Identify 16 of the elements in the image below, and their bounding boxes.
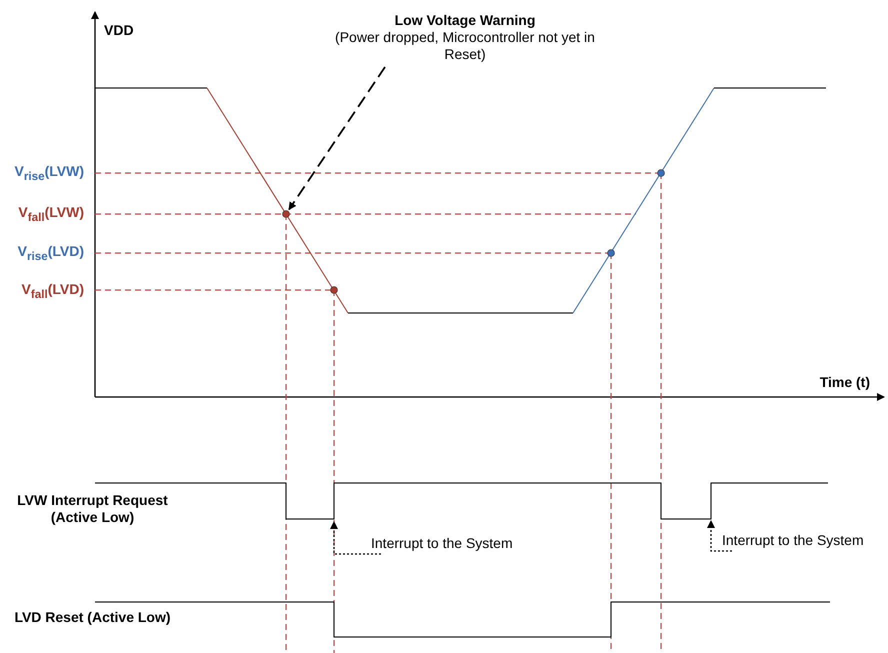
signal-label: LVD Reset (Active Low) <box>13 609 172 626</box>
threshold-label: V$_{fall}$(LVW) <box>18 204 84 226</box>
callout-title: Low Voltage Warning <box>394 12 536 29</box>
threshold-label: V$_{rise}$(LVD) <box>18 243 84 265</box>
annotation-text: Interrupt to the System <box>371 535 514 552</box>
dotted-arrow <box>330 521 381 555</box>
threshold-label: V$_{rise}$(LVW) <box>14 163 84 185</box>
axis-label: Time (t) <box>820 374 870 391</box>
dotted-arrow <box>707 520 732 552</box>
axis-label: VDD <box>104 22 135 39</box>
crossing-dot <box>282 210 290 218</box>
callout-text: (Power dropped, Microcontroller not yet in Reset) <box>334 29 596 63</box>
leader-arrow <box>288 66 386 210</box>
threshold-label: V$_{fall}$(LVD) <box>22 281 84 303</box>
signal-label: LVW Interrupt Request (Active Low) <box>16 492 169 526</box>
annotation-text: Interrupt to the System <box>722 532 865 549</box>
